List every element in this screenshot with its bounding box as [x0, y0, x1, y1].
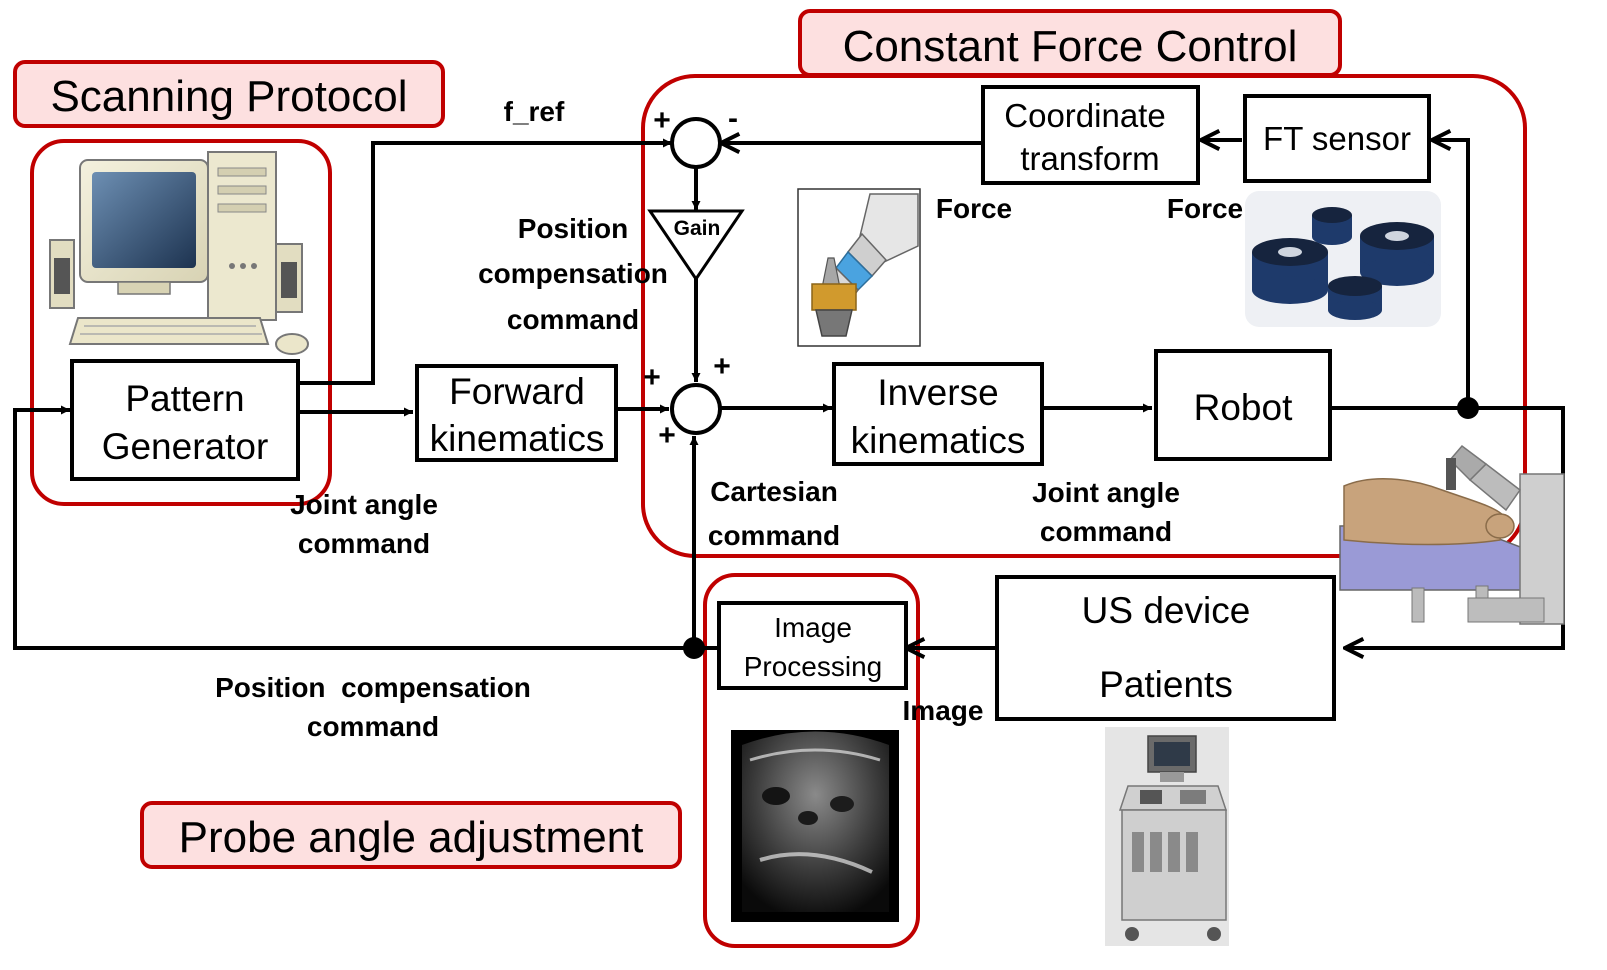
sign-mid-plus-top: +: [713, 350, 731, 383]
scanning-protocol-group: [30, 139, 332, 506]
image-processing-label-2: Processing: [744, 651, 883, 682]
computer-icon: [49, 151, 309, 355]
joint-angle-left-1: Joint angle: [290, 489, 438, 520]
forward-kinematics-label-1: Forward: [449, 371, 585, 412]
cartesian-label-2: command: [708, 520, 840, 551]
image-processing-block: Image Processing: [717, 601, 908, 690]
force-label-left: Force: [936, 193, 1012, 224]
joint-angle-right-1: Joint angle: [1032, 477, 1180, 508]
ip-feedback-line: [13, 405, 717, 650]
sign-mid-plus-bottom: +: [658, 419, 676, 452]
forward-kinematics-label-2: kinematics: [430, 418, 605, 459]
us-device-label-2: Patients: [1099, 664, 1233, 705]
coordinate-transform-label-2: transform: [1020, 140, 1159, 177]
us-device-block: US device Patients: [995, 575, 1336, 721]
position-compensation-lower-2: command: [307, 711, 439, 742]
coordinate-transform-label-1: Coordinate: [1004, 97, 1165, 134]
inverse-kinematics-label-1: Inverse: [877, 372, 998, 413]
signal-lines: [13, 138, 1565, 650]
sign-top-minus: -: [728, 102, 738, 135]
sign-top-plus: +: [653, 104, 671, 137]
probe-angle-adjustment-group: [703, 573, 920, 948]
robot-label: Robot: [1194, 387, 1293, 428]
cartesian-label-1: Cartesian: [710, 476, 838, 507]
force-label-right: Force: [1167, 193, 1243, 224]
ultrasound-machine-icon: [1105, 727, 1229, 946]
position-compensation-upper-3: command: [507, 304, 639, 335]
robot-branch-dot: [1457, 397, 1479, 419]
image-processing-label-1: Image: [774, 612, 852, 643]
f-ref-line: [296, 138, 672, 385]
coordinate-transform-block: Coordinate transform: [981, 85, 1200, 185]
position-compensation-lower-1: Position compensation: [215, 672, 531, 703]
constant-force-control-title: Constant Force Control: [843, 22, 1298, 71]
ft-sensor-block: FT sensor: [1243, 94, 1431, 183]
probe-angle-adjustment-title: Probe angle adjustment: [179, 813, 644, 862]
inverse-kinematics-block: Inverse kinematics: [832, 362, 1044, 466]
gain-label: Gain: [674, 217, 721, 240]
scanning-protocol-title-box: [13, 60, 445, 128]
pattern-generator-label-1: Pattern: [125, 378, 244, 419]
pattern-generator-label-2: Generator: [102, 426, 269, 467]
us-device-label-1: US device: [1082, 590, 1251, 631]
constant-force-control-title-box: [798, 9, 1342, 77]
ultrasound-probe-icon: [797, 188, 921, 347]
force-torque-sensor-icon: [1245, 191, 1441, 327]
scanning-protocol-title: Scanning Protocol: [50, 72, 407, 121]
joint-angle-right-2: command: [1040, 516, 1172, 547]
position-compensation-upper-1: Position: [518, 213, 628, 244]
sign-mid-plus-left: +: [643, 361, 661, 394]
robot-block: Robot: [1154, 349, 1332, 461]
position-compensation-upper-2: compensation: [478, 258, 668, 289]
gain-block: [647, 209, 745, 282]
probe-angle-adjustment-title-box: [140, 801, 682, 869]
f-ref-label: f_ref: [504, 96, 565, 127]
image-label: Image: [903, 695, 984, 726]
image-branch-dot: [683, 637, 705, 659]
ft-sensor-label: FT sensor: [1263, 120, 1411, 157]
upper-summing-junction: [670, 117, 722, 169]
robot-to-ft-line: [1432, 140, 1470, 408]
lower-summing-junction: [670, 383, 722, 435]
joint-angle-left-2: command: [298, 528, 430, 559]
ultrasound-image-icon: [731, 730, 899, 922]
pattern-generator-block: Pattern Generator: [70, 359, 300, 481]
robot-patient-icon: [1339, 444, 1565, 625]
forward-kinematics-block: Forward kinematics: [415, 364, 618, 462]
inverse-kinematics-label-2: kinematics: [851, 420, 1026, 461]
